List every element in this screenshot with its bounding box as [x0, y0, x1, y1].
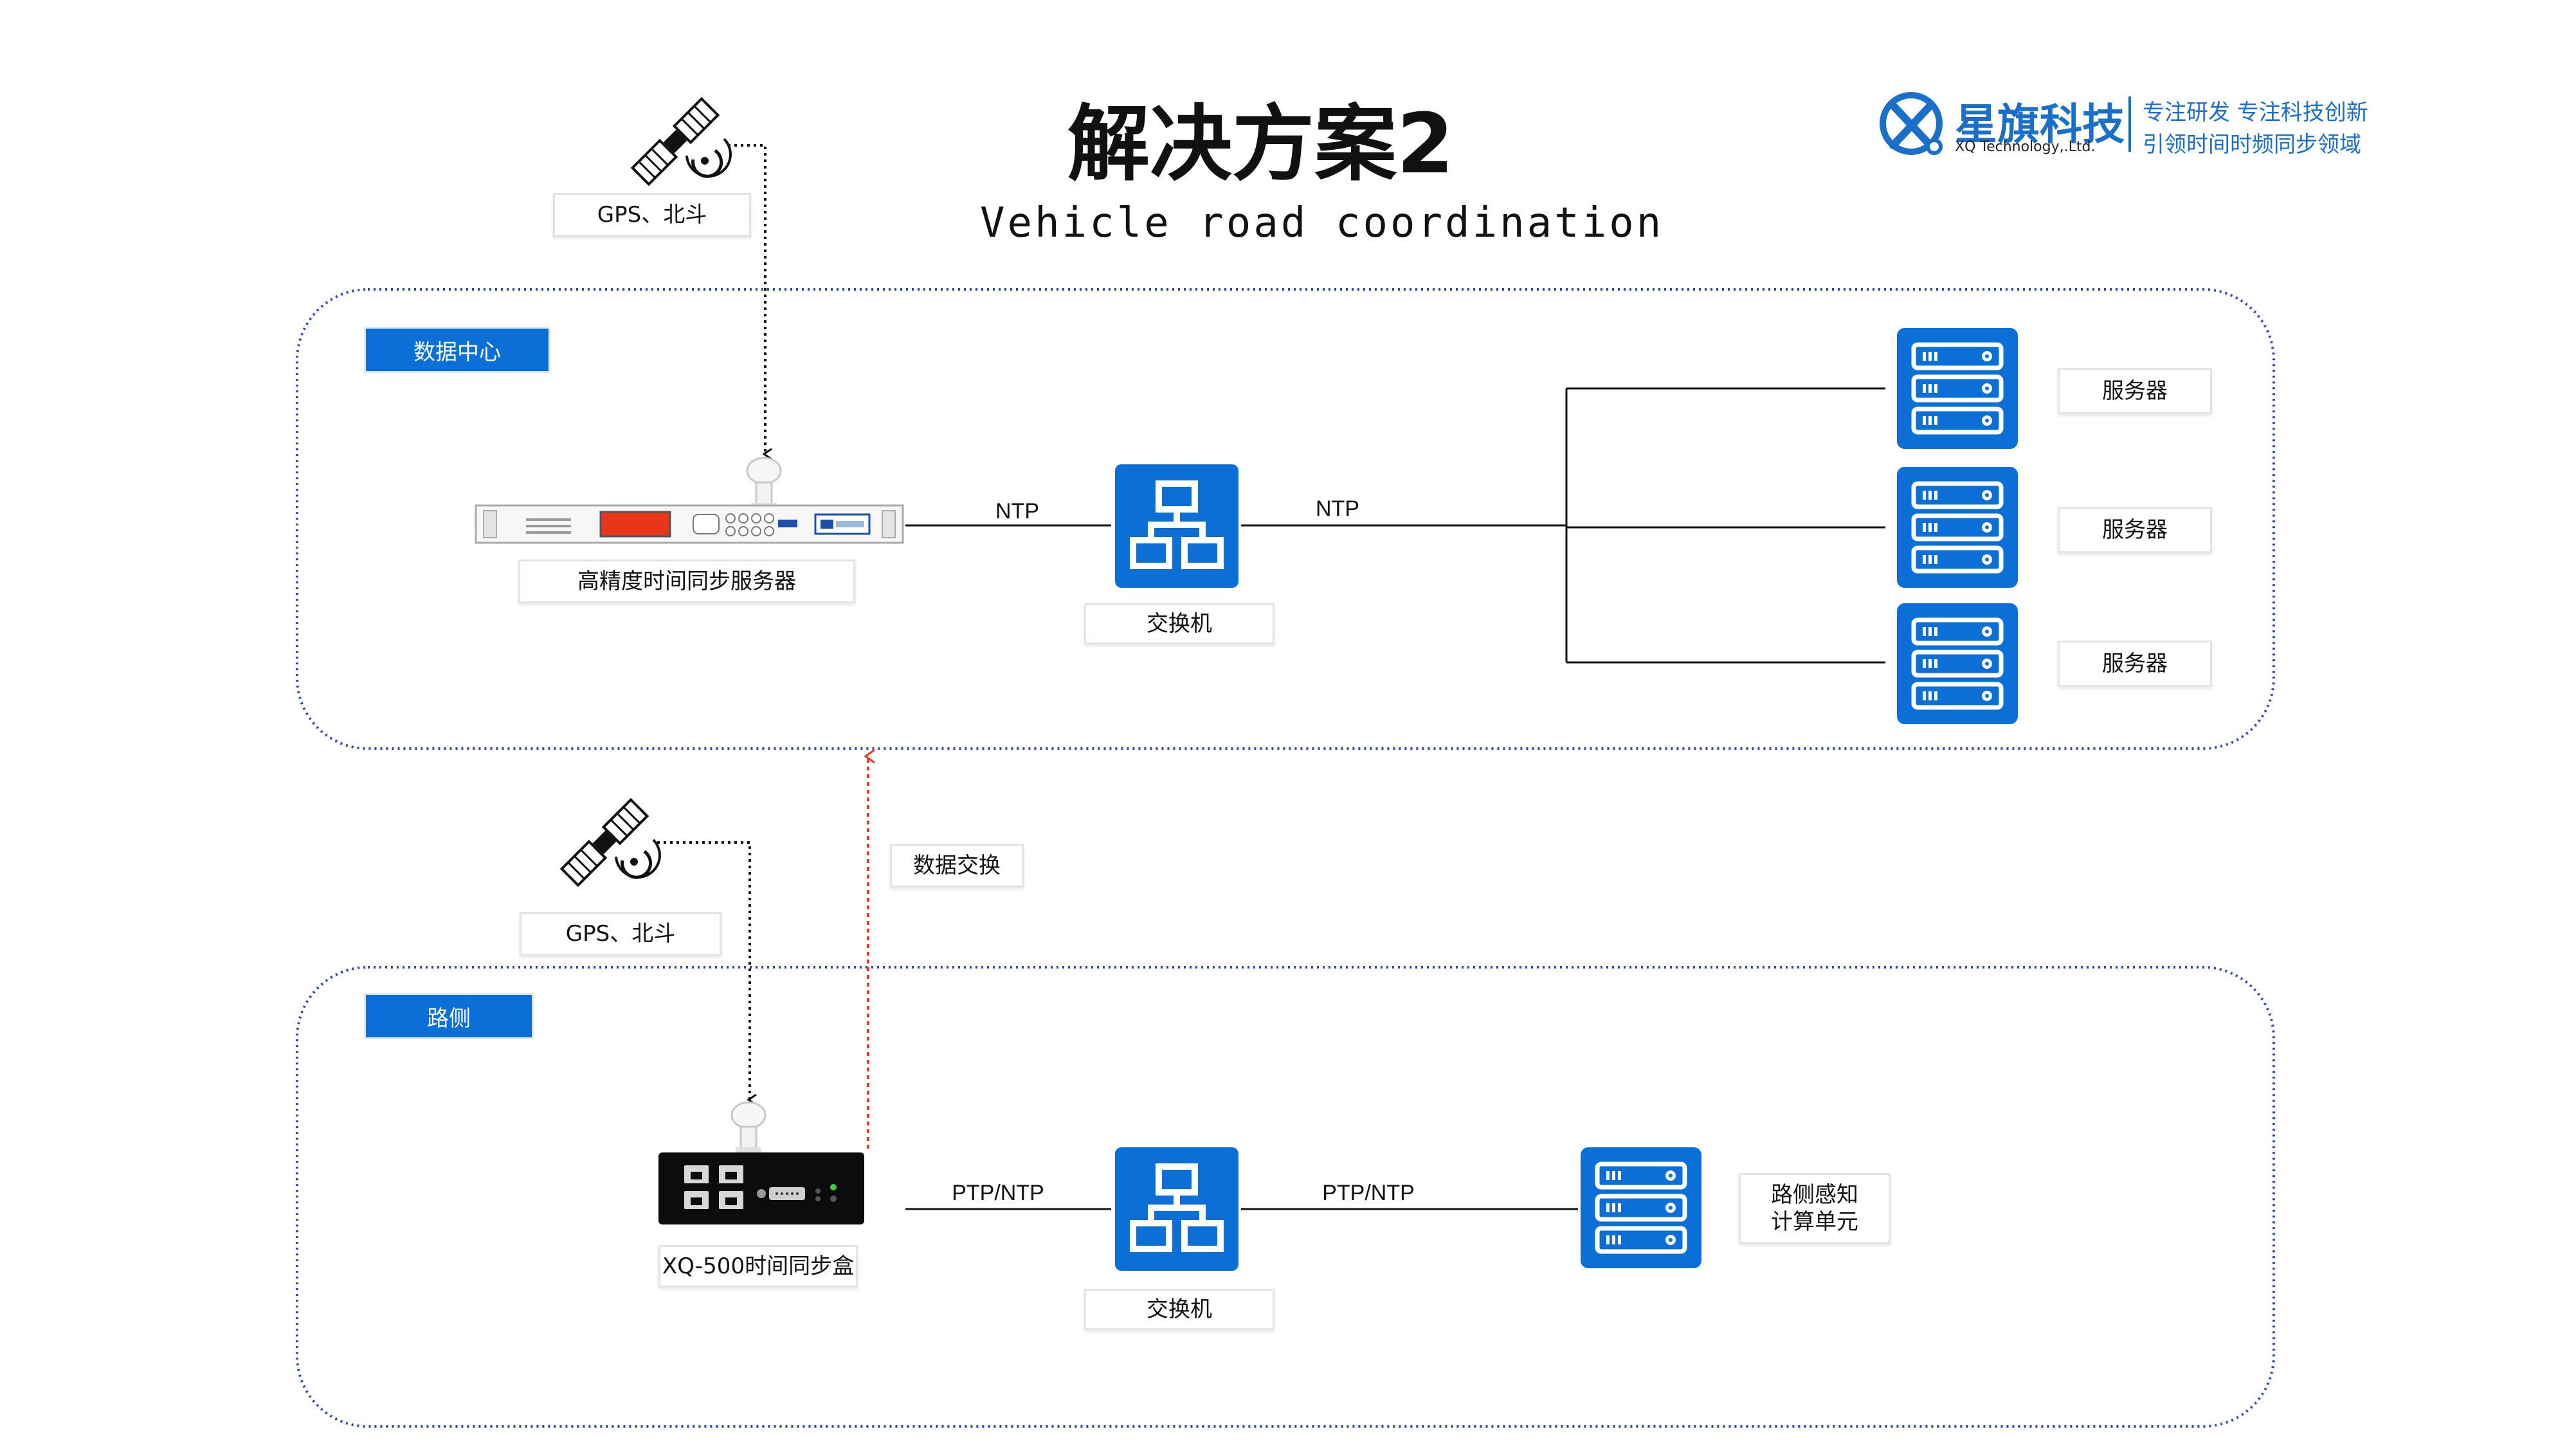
sync-box-label: XQ-500时间同步盒 [658, 1245, 858, 1288]
network-switch-icon [1115, 464, 1238, 588]
compute-unit-label: 路侧感知 计算单元 [1739, 1173, 1891, 1244]
switch-label-bottom: 交换机 [1084, 1289, 1274, 1330]
compute-unit-label-line1: 路侧感知 [1771, 1181, 1858, 1208]
server-label-1: 服务器 [2058, 368, 2212, 414]
server-rack-icon [1581, 1147, 1701, 1268]
server-bus-lines [1565, 387, 1885, 664]
server-rack-icon [1897, 603, 2018, 724]
time-server-label: 高精度时间同步服务器 [518, 560, 855, 603]
data-center-section-border [296, 288, 2275, 750]
server-label-2: 服务器 [2058, 507, 2212, 553]
roadside-section-border [296, 966, 2275, 1428]
page-title: 解决方案2 [1067, 96, 1455, 192]
data-exchange-label: 数据交换 [890, 844, 1024, 887]
gps-signal-line-top [728, 144, 772, 460]
satellite-icon [562, 800, 660, 886]
server-label-3: 服务器 [2058, 641, 2212, 687]
link-label-right: NTP [1316, 496, 1359, 521]
link-label-right: PTP/NTP [1322, 1181, 1415, 1205]
page-subtitle: Vehicle road coordination [980, 199, 1664, 247]
gps-antenna-icon [730, 1101, 766, 1154]
time-server-device [475, 504, 904, 544]
gps-label-top: GPS、北斗 [553, 193, 751, 237]
server-rack-icon [1897, 328, 2018, 449]
slogan-line-2: 引领时间时频同步领域 [2143, 132, 2361, 158]
link-label-left: NTP [995, 499, 1039, 523]
slogan-line-1: 专注研发 专注科技创新 [2143, 100, 2368, 125]
satellite-icon [633, 99, 730, 185]
gps-signal-line-bottom [657, 841, 757, 1106]
server-rack-icon [1897, 467, 2018, 588]
brand-english-name: XQ Technology,.Ltd. [1955, 139, 2096, 155]
section-tag-data-center: 数据中心 [364, 327, 550, 373]
gps-label-bottom: GPS、北斗 [520, 912, 721, 956]
xq-logo-icon [1880, 92, 1943, 155]
compute-unit-label-line2: 计算单元 [1771, 1209, 1858, 1235]
brand-name: 星旗科技 [1955, 100, 2125, 149]
link-label-left: PTP/NTP [952, 1181, 1044, 1205]
network-switch-icon [1115, 1147, 1238, 1271]
gps-antenna-icon [746, 457, 782, 509]
switch-label-top: 交换机 [1084, 603, 1274, 644]
section-tag-roadside: 路侧 [364, 993, 534, 1039]
sync-box-device [658, 1152, 864, 1224]
